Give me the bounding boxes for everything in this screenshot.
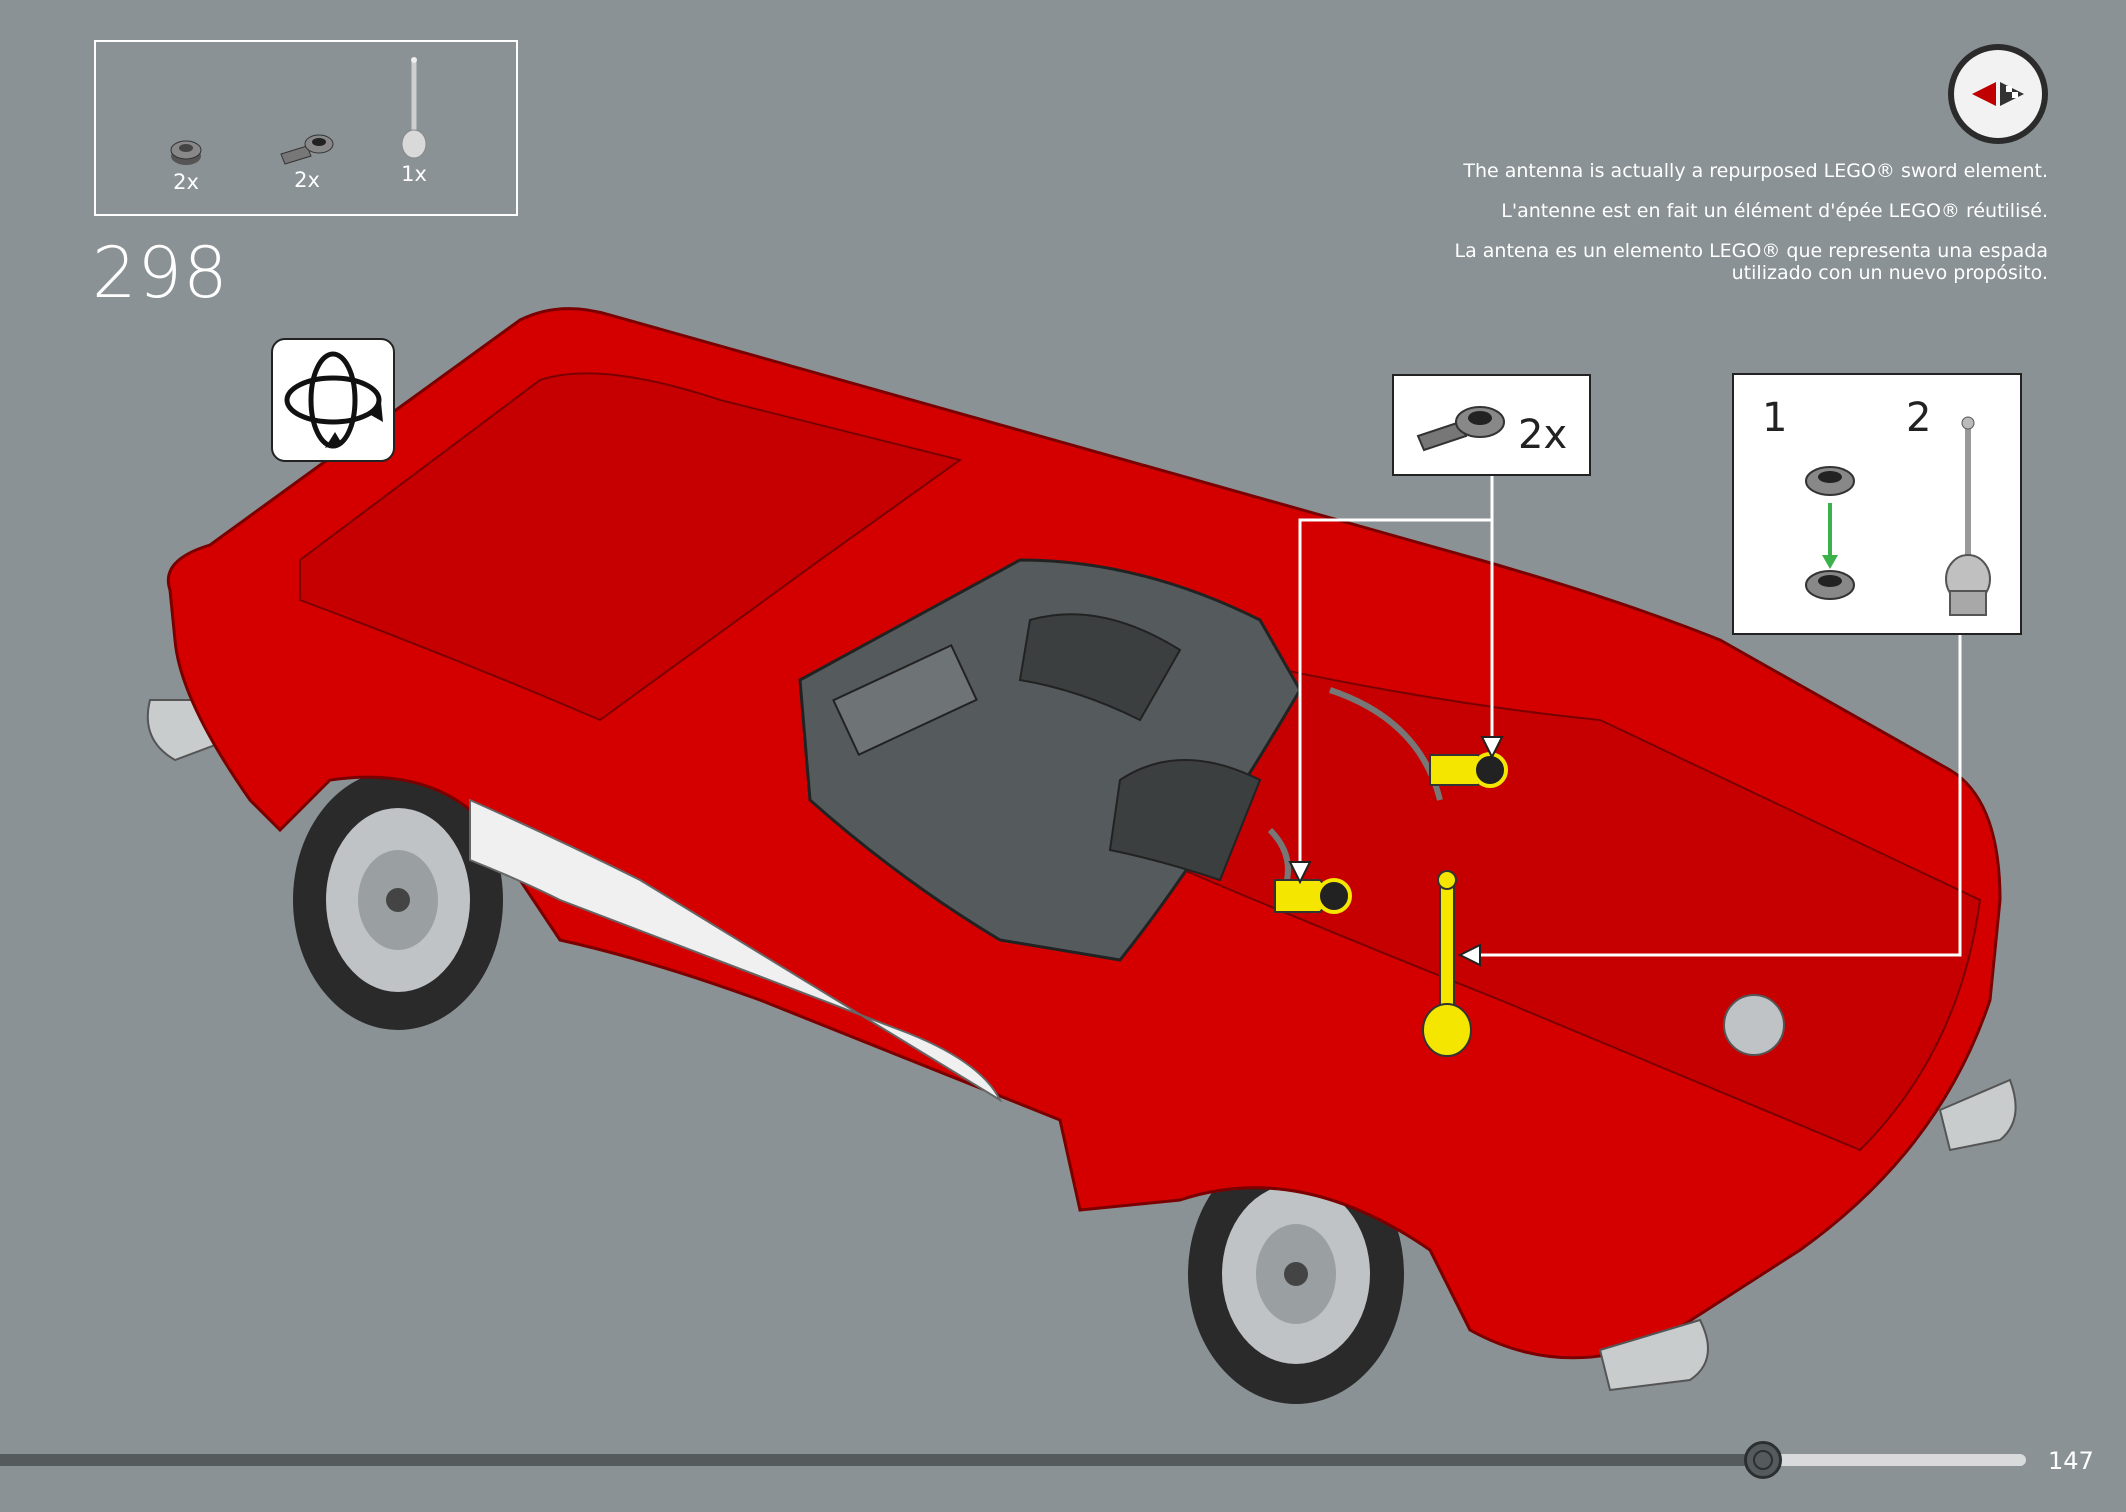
progress-remaining [1763,1454,2026,1466]
note-spanish-line1: La antena es un elemento LEGO® que repre… [1454,240,2048,262]
antenna-icon [1945,416,1991,616]
rotate-model-icon [271,338,395,462]
callout-leader-lines [1298,476,1962,957]
progress-indicator [1744,1441,1782,1479]
round-plate-icon [170,140,202,165]
note-spanish: La antena es un elemento LEGO® que repre… [1328,240,2048,284]
part-antenna-sword: 1x [394,56,434,186]
stack-plates-icon [1805,466,1855,600]
note-english: The antenna is actually a repurposed LEG… [1463,160,2048,182]
note-spanish-line2: utilizado con un nuevo propósito. [1731,262,2048,284]
part-qty: 1x [401,162,427,186]
progress-bar [0,1454,1763,1466]
rear-left-wheel [293,770,503,1030]
rotate-arrows-icon [284,351,383,449]
part-qty: 2x [294,168,320,192]
plate-with-bar-icon [1416,406,1505,452]
chevrolet-emblem-icon [1948,44,2048,144]
trivia-notes: The antenna is actually a repurposed LEG… [1328,160,2048,302]
parts-list-box: 2x 2x 1x [94,40,518,216]
plate-with-bar-icon [280,134,334,165]
antenna-icon [401,57,427,159]
part-round-plate: 2x [158,138,214,194]
part-plate-with-bar: 2x [272,128,342,192]
callout-sub-assembly-plate: 2x [1392,374,1591,476]
new-part-highlight [1274,752,1508,1057]
part-qty: 2x [173,170,199,194]
page-number: 147 [2048,1447,2094,1475]
note-french: L'antenne est en fait un élément d'épée … [1501,200,2048,222]
callout-qty: 2x [1518,412,1568,458]
sub-step-2: 2 [1906,395,1932,441]
step-number: 298 [92,232,229,314]
front-left-wheel [1188,1144,1404,1404]
callout-sub-assembly-antenna: 1 2 [1732,373,2022,635]
sub-step-1: 1 [1762,395,1788,441]
